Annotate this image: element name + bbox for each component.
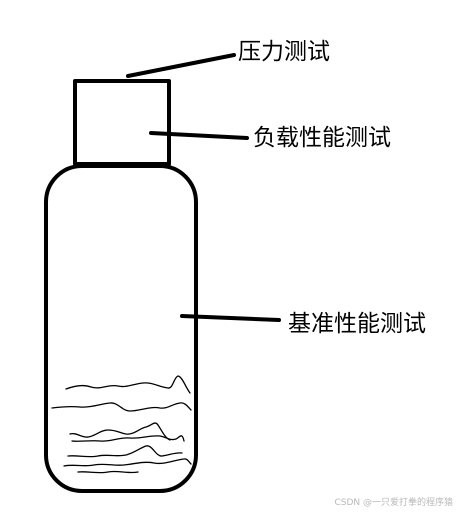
liquid-wave — [71, 435, 185, 442]
liquid-scribbles — [51, 375, 192, 474]
bottle-body — [44, 164, 198, 493]
load-performance-test-label: 负载性能测试 — [253, 125, 391, 151]
baseline-performance-test-label: 基准性能测试 — [288, 311, 426, 337]
baseline-test-leader-line — [180, 314, 281, 322]
liquid-wave — [51, 402, 192, 412]
liquid-wave — [69, 422, 171, 441]
load-test-leader-line — [149, 131, 249, 140]
pressure-test-leader-line — [126, 53, 236, 78]
liquid-wave — [63, 458, 192, 467]
liquid-wave — [65, 375, 191, 394]
liquid-wave — [67, 445, 183, 458]
bottle-cap — [73, 79, 171, 166]
pressure-test-label: 压力测试 — [238, 39, 330, 65]
watermark: CSDN @一只爱打拳的程序猿 — [334, 498, 453, 508]
liquid-wave — [77, 470, 139, 474]
